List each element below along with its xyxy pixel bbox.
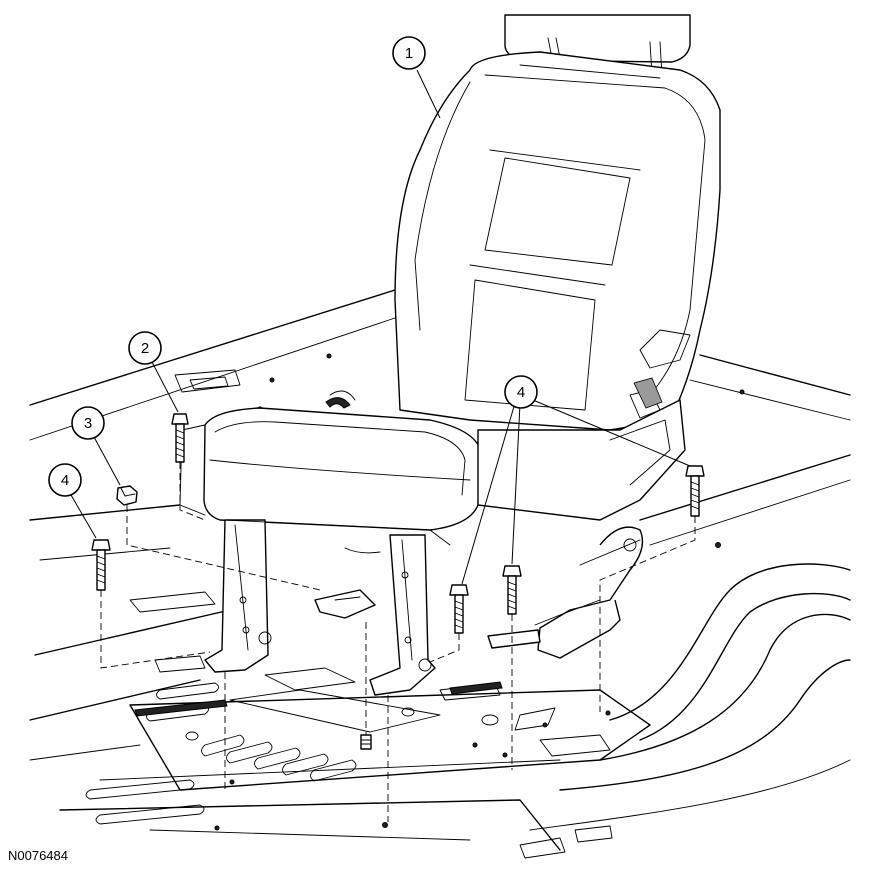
floor-pan <box>29 289 851 859</box>
leader-1 <box>416 69 441 119</box>
seat-back <box>394 51 721 431</box>
leader-3 <box>93 436 121 486</box>
leader-4-a <box>461 402 516 585</box>
front-leg-center <box>369 534 436 696</box>
bolt-far-left <box>91 539 111 591</box>
bolt-far-right <box>685 465 705 517</box>
bolt-center <box>449 584 469 634</box>
callout-1-label: 1 <box>405 45 413 62</box>
callout-4-left-label: 4 <box>61 472 69 489</box>
callouts: 1 2 3 4 4 <box>48 36 691 585</box>
callout-2: 2 <box>128 331 162 365</box>
callout-2-label: 2 <box>141 340 149 357</box>
leader-4-left <box>70 494 97 539</box>
rear-pivot-bracket <box>537 526 644 659</box>
callout-4-right-label: 4 <box>517 384 525 401</box>
bolt-front-left <box>171 413 189 463</box>
leader-2 <box>151 361 179 413</box>
figure-id: N0076484 <box>8 848 68 863</box>
headrest <box>504 14 691 63</box>
leader-4-c <box>532 399 691 467</box>
nut <box>116 485 138 506</box>
seat-assembly <box>179 14 721 696</box>
callout-4-right: 4 <box>504 375 538 409</box>
front-leg-left <box>204 519 269 673</box>
bolt-right-center <box>502 565 522 615</box>
callout-1: 1 <box>392 36 426 70</box>
callout-4-left: 4 <box>48 463 82 497</box>
callout-3: 3 <box>71 406 105 440</box>
fasteners <box>91 413 705 822</box>
leader-4-b <box>511 403 521 565</box>
callout-3-label: 3 <box>84 415 92 432</box>
